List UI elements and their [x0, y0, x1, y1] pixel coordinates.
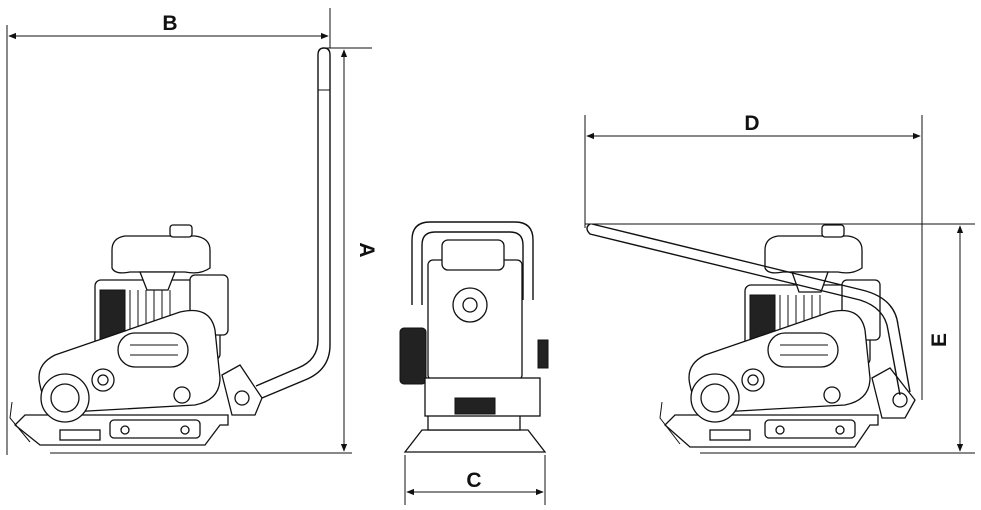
dimension-label-e: E: [928, 333, 951, 347]
exciter-pulley-inner: [50, 383, 80, 413]
folded-base-bracket: [764, 419, 856, 439]
handle-outer: [261, 47, 331, 399]
base-bolt-1: [120, 425, 130, 435]
fuel-cap: [169, 224, 193, 238]
front-base-plate: [403, 429, 547, 453]
guard-bolt: [173, 386, 191, 404]
folded-handle-inner: [591, 223, 911, 393]
side-view-folded: D E: [584, 112, 975, 454]
front-recoil-starter: [399, 327, 427, 385]
front-handle-inner: [421, 231, 524, 305]
base-block: [59, 429, 101, 441]
belt-guard-slot: [117, 332, 189, 368]
dimension-label-a: A: [355, 242, 378, 257]
folded-base-plate-lip: [659, 401, 681, 445]
folded-fuel-tank: [764, 235, 863, 274]
front-frame: [427, 414, 521, 431]
base-bolt-2: [180, 425, 190, 435]
front-handle-outer: [411, 221, 534, 305]
dimension-label-c: C: [466, 469, 481, 492]
handle-pivot: [234, 390, 250, 406]
front-view: C: [399, 221, 549, 505]
front-fuel-tank: [441, 239, 505, 271]
folded-fuel-cap: [821, 224, 845, 238]
handle-mount: [221, 364, 263, 416]
base-plate-lip: [9, 401, 31, 443]
dimension-label-d: D: [744, 112, 759, 135]
folded-handle-outer: [586, 223, 901, 396]
folded-handle-mount: [871, 367, 916, 419]
side-view-upright: B A: [6, 8, 378, 455]
folded-base-block: [709, 429, 751, 441]
folded-belt-guard-slot: [767, 332, 839, 368]
front-side-cap: [537, 339, 549, 369]
handle-inner: [255, 55, 319, 387]
tank-mount: [139, 271, 176, 291]
dimension-label-b: B: [162, 12, 177, 35]
folded-handle-pivot: [892, 392, 908, 408]
front-exciter: [454, 397, 496, 415]
base-bracket: [109, 419, 201, 439]
fuel-tank: [111, 235, 211, 274]
